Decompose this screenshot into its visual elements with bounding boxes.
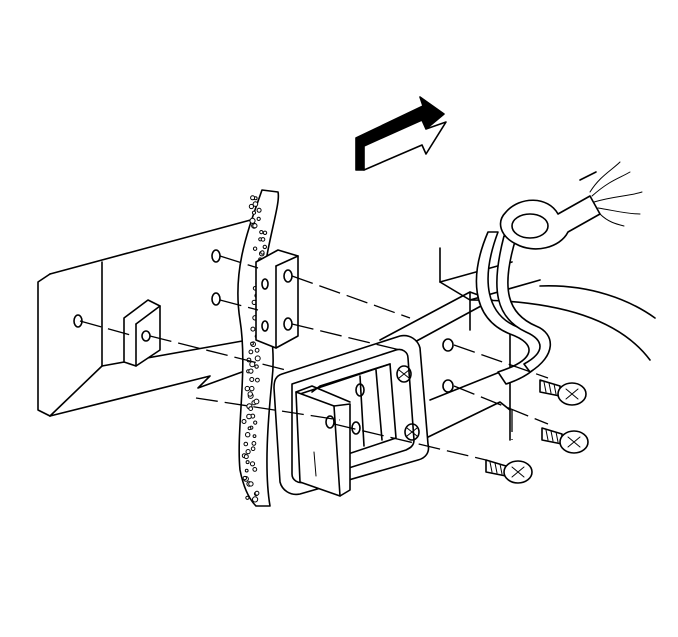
strip-texture-dot	[250, 446, 256, 452]
strip-texture-dot	[248, 481, 254, 487]
strip-texture-dot	[243, 454, 249, 460]
strip-texture-dot	[242, 475, 248, 481]
strip-texture-dot	[260, 237, 266, 242]
strip-texture-dot	[250, 326, 256, 332]
front-of-vehicle-arrow-icon	[355, 96, 447, 171]
wiring-harness	[475, 161, 643, 385]
strip-texture-dot	[244, 385, 251, 392]
strip-texture-dot	[254, 490, 260, 496]
strip-texture-dot	[256, 207, 262, 213]
strip-texture-dot	[248, 349, 254, 355]
strip-texture-dot	[246, 413, 252, 420]
strip-texture-dot	[254, 364, 259, 369]
strip-texture-dot	[259, 230, 264, 235]
strip-texture-dot	[262, 230, 268, 236]
screw-3	[485, 459, 533, 484]
strip-texture-dot	[245, 495, 250, 500]
screw-1	[539, 379, 587, 406]
strip-texture-dot	[252, 434, 257, 439]
strip-texture-dot	[250, 195, 256, 201]
strip-texture-dot	[245, 460, 250, 465]
strip-texture-dot	[256, 216, 261, 221]
screw-2	[541, 427, 589, 454]
strip-texture-dot	[243, 441, 249, 447]
strip-texture-dot	[252, 496, 259, 503]
strip-texture-dot	[253, 398, 260, 405]
strip-texture-dot	[262, 244, 267, 250]
retainer-plate	[255, 249, 299, 349]
strip-texture-dot	[250, 341, 254, 346]
strip-texture-dot	[260, 250, 265, 255]
strip-texture-dot	[251, 210, 257, 215]
strip-texture-dot	[255, 377, 260, 383]
strip-texture-dot	[248, 203, 254, 210]
strip-texture-dot	[249, 385, 255, 392]
strip-texture-dot	[245, 432, 251, 438]
strip-texture-dot	[251, 441, 257, 446]
strip-texture-dot	[245, 449, 251, 455]
spacer-plate	[123, 299, 161, 367]
strip-texture-dot	[252, 201, 259, 207]
strip-texture-dot	[253, 420, 258, 425]
strip-texture-dot	[249, 461, 256, 467]
sealing-strip	[237, 189, 280, 507]
strip-texture-dot	[252, 246, 258, 251]
strip-texture-dot	[247, 391, 253, 397]
strip-texture-dot	[244, 468, 249, 473]
strip-texture-dot	[249, 217, 256, 224]
strip-texture-dot	[248, 368, 254, 374]
light-housing	[273, 334, 430, 497]
strip-texture-dot	[241, 419, 247, 424]
strip-texture-dot	[248, 406, 254, 412]
strip-texture-dot	[254, 355, 261, 362]
strip-texture-dot	[252, 223, 258, 229]
strip-texture-dot	[247, 426, 252, 431]
strip-texture-dot	[252, 467, 258, 472]
strip-texture-dot	[254, 347, 260, 353]
alignment-lines	[79, 255, 549, 461]
strip-texture-dot	[249, 377, 255, 382]
